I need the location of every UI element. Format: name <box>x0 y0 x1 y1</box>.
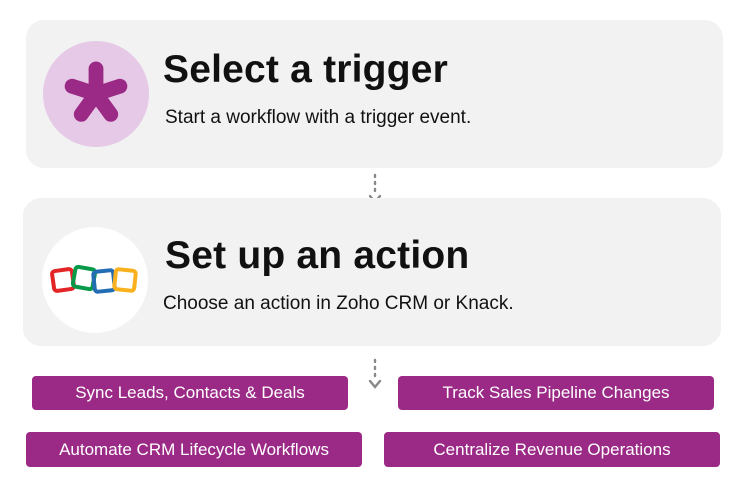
zoho-logo-icon <box>50 264 138 294</box>
action-title: Set up an action <box>165 234 470 277</box>
use-case-pill-track-pipeline[interactable]: Track Sales Pipeline Changes <box>398 376 714 410</box>
action-subtitle: Choose an action in Zoho CRM or Knack. <box>163 293 514 314</box>
trigger-step-card[interactable]: Select a trigger Start a workflow with a… <box>26 20 723 168</box>
trigger-subtitle: Start a workflow with a trigger event. <box>165 107 472 128</box>
connector-arrow-icon <box>368 358 382 389</box>
action-step-card[interactable]: Set up an action Choose an action in Zoh… <box>23 198 721 346</box>
use-case-pill-automate-lifecycle[interactable]: Automate CRM Lifecycle Workflows <box>26 432 362 467</box>
use-case-pill-centralize-revenue[interactable]: Centralize Revenue Operations <box>384 432 720 467</box>
trigger-title: Select a trigger <box>163 48 448 91</box>
use-case-pill-sync-leads[interactable]: Sync Leads, Contacts & Deals <box>32 376 348 410</box>
trigger-icon-circle <box>43 41 149 147</box>
action-icon-circle <box>42 227 148 333</box>
asterisk-icon <box>64 61 128 122</box>
